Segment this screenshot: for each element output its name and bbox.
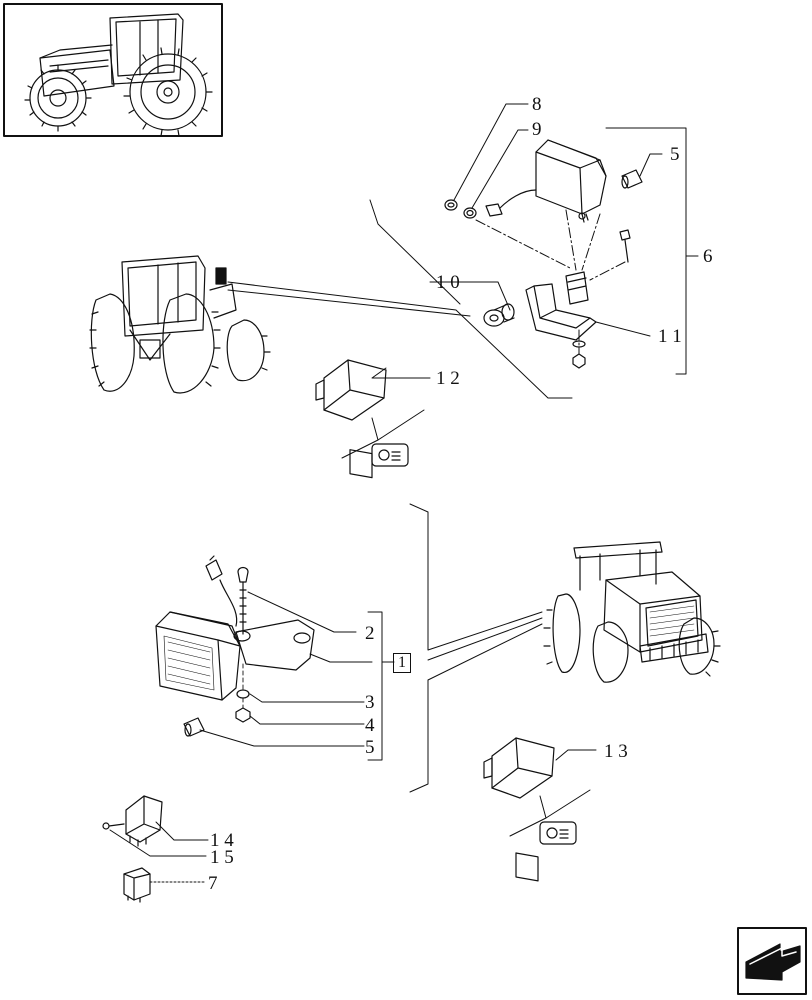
tractor-overview-thumbnail[interactable]: [3, 3, 223, 137]
callout-11: 1 1: [658, 326, 682, 347]
callout-5-middle: 5: [365, 737, 375, 758]
tractor-rear-view: [89, 255, 271, 394]
work-light-icon: [535, 139, 607, 223]
callout-6: 6: [703, 246, 713, 267]
rocker-switch-icon: [315, 359, 387, 479]
callout-2: 2: [365, 623, 375, 644]
callout-4: 4: [365, 715, 375, 736]
callout-12: 1 2: [436, 368, 460, 389]
callout-14: 1 4: [210, 830, 234, 851]
relay-assembly: [102, 795, 209, 903]
callout-9: 9: [532, 119, 542, 140]
callout-10: 1 0: [436, 272, 460, 293]
rocker-switch-12: [315, 359, 425, 479]
next-page-button[interactable]: [737, 927, 807, 995]
tractor-front-view-icon: [543, 541, 721, 683]
relay-icon: [125, 795, 163, 847]
roof-work-lamp-assembly: [227, 127, 699, 399]
callout-7: 7: [208, 873, 218, 894]
callout-13: 1 3: [604, 741, 628, 762]
tractor-overview-icon: [24, 47, 213, 137]
callout-15: 1 5: [210, 847, 234, 868]
callout-8: 8: [532, 94, 542, 115]
callout-1: 1: [393, 653, 411, 673]
leader-lines-top: [371, 103, 663, 379]
tractor-rear-view-icon: [89, 255, 271, 394]
next-page-arrow-icon: [745, 943, 801, 981]
tractor-front-view: [543, 541, 721, 683]
callout-5-top: 5: [670, 144, 680, 165]
front-work-lamp-assembly: [155, 555, 315, 737]
callout-3: 3: [365, 692, 375, 713]
leader-lines-middle: [199, 503, 543, 793]
rocker-switch-13: [483, 737, 597, 882]
